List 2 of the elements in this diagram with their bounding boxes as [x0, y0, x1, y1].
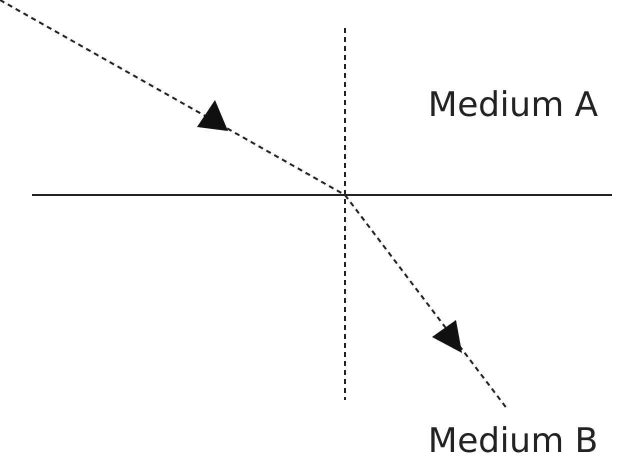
medium-label: Medium A: [428, 88, 598, 122]
medium-label: Medium B: [428, 424, 598, 458]
